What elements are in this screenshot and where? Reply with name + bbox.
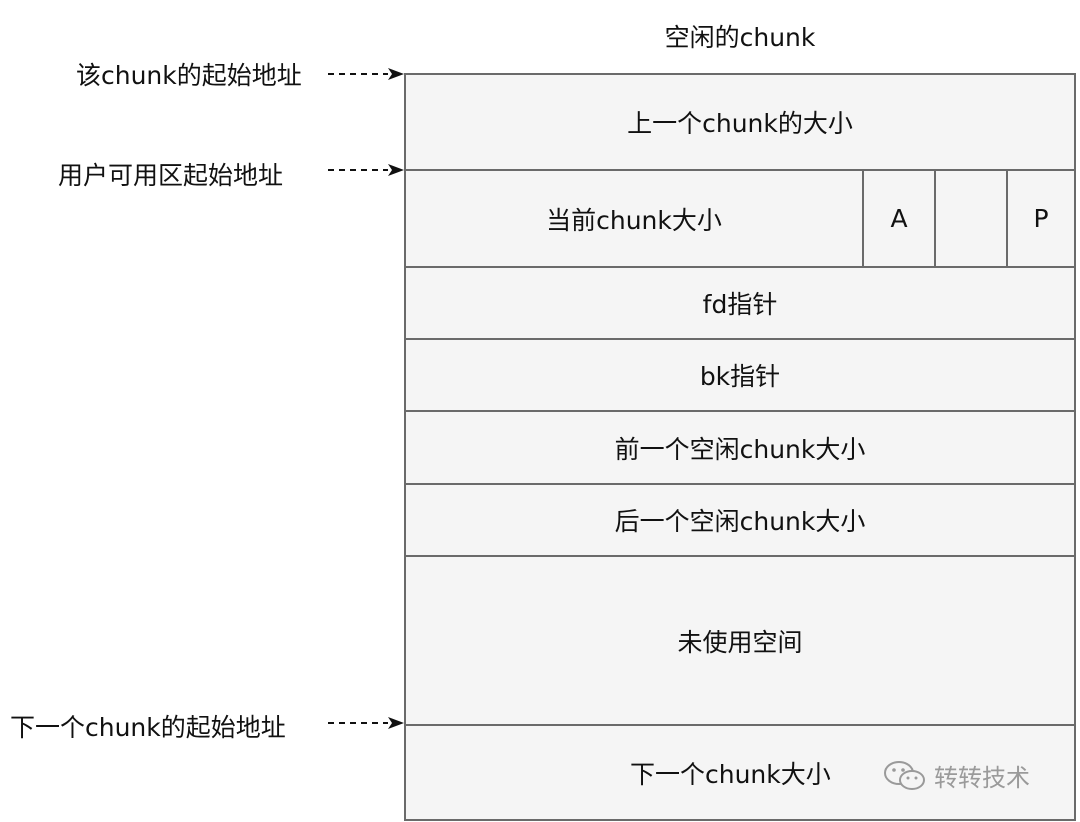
arrow-chunk-start bbox=[328, 68, 404, 80]
field-bk-text: bk指针 bbox=[699, 362, 781, 391]
label-next-chunk-start: 下一个chunk的起始地址 bbox=[10, 713, 286, 742]
field-unused-text: 未使用空间 bbox=[677, 627, 803, 657]
field-next-free-size-text: 后一个空闲chunk大小 bbox=[614, 507, 866, 536]
arrow-user-start bbox=[328, 164, 404, 176]
arrow-next-chunk-start bbox=[328, 717, 404, 729]
field-prev-size: 上一个chunk的大小 bbox=[404, 73, 1076, 171]
flag-a: A bbox=[862, 171, 934, 266]
wechat-icon bbox=[884, 760, 925, 790]
label-chunk-start: 该chunk的起始地址 bbox=[76, 61, 302, 90]
field-next-free-size: 后一个空闲chunk大小 bbox=[404, 483, 1076, 557]
field-prev-size-text: 上一个chunk的大小 bbox=[627, 109, 853, 138]
field-bk: bk指针 bbox=[404, 338, 1076, 412]
field-cur-size: 当前chunk大小 bbox=[546, 205, 722, 235]
diagram-title: 空闲的chunk bbox=[664, 23, 816, 52]
field-next-size: 下一个chunk大小 bbox=[404, 724, 1076, 821]
watermark-text: 转转技术 bbox=[934, 764, 1030, 792]
flag-blank bbox=[934, 171, 1006, 266]
field-next-size-text: 下一个chunk大小 bbox=[630, 759, 831, 789]
label-user-start: 用户可用区起始地址 bbox=[58, 161, 284, 190]
flag-p: P bbox=[1006, 171, 1074, 266]
field-prev-free-size-text: 前一个空闲chunk大小 bbox=[614, 434, 866, 464]
field-unused: 未使用空间 bbox=[404, 555, 1076, 726]
field-fd: fd指针 bbox=[404, 266, 1076, 340]
field-prev-free-size: 前一个空闲chunk大小 bbox=[404, 410, 1076, 485]
field-fd-text: fd指针 bbox=[702, 290, 778, 319]
field-cur-size-row: 当前chunk大小 A P bbox=[404, 169, 1076, 268]
watermark: 转转技术 bbox=[882, 758, 1030, 793]
